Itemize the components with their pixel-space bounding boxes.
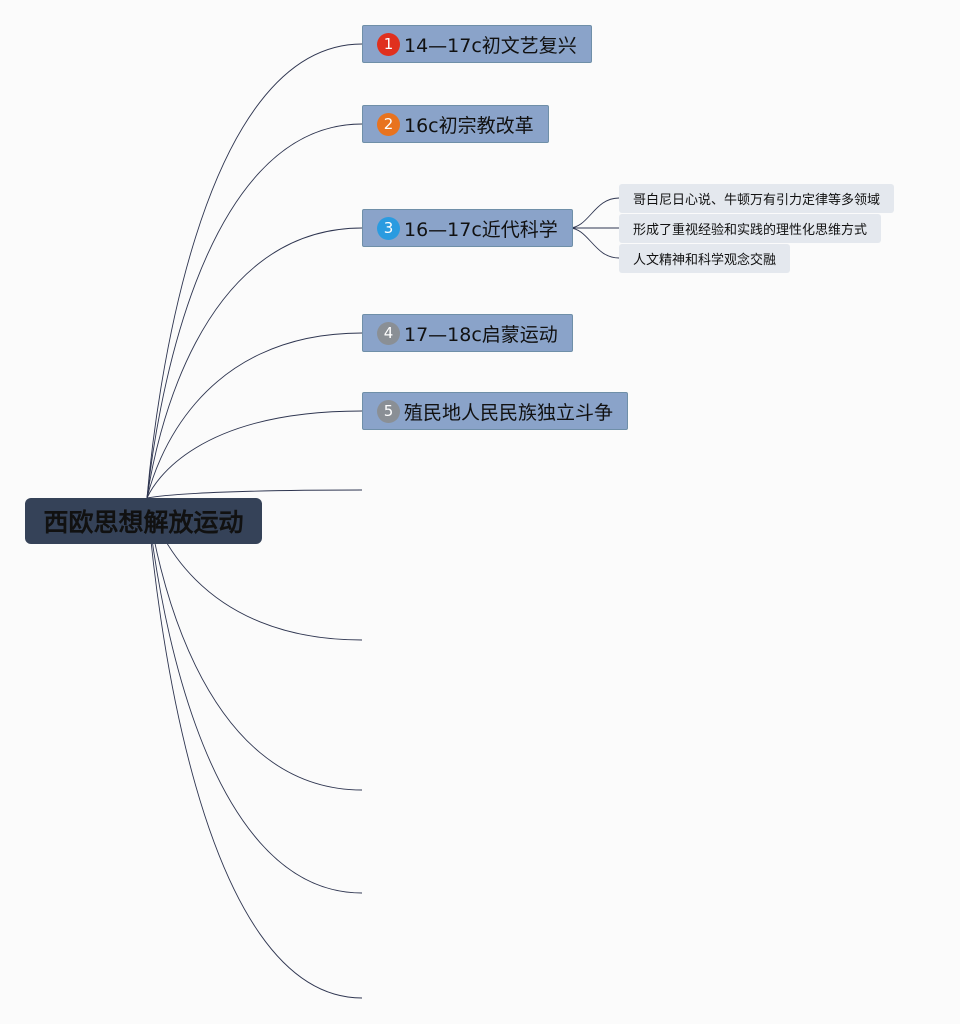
- priority-2-icon: 2: [377, 112, 400, 136]
- branch-connector-4: [146, 332, 363, 499]
- topic-label: 16—17c近代科学: [404, 218, 558, 241]
- topic-node-5[interactable]: 5 殖民地人民民族独立斗争: [362, 392, 629, 430]
- topic-label: 14—17c初文艺复兴: [404, 34, 577, 57]
- topic-label: 殖民地人民民族独立斗争: [404, 401, 614, 424]
- subtopic-connector-3: [568, 227, 620, 259]
- branch-connector-10: [146, 497, 363, 999]
- subtopic-node-1[interactable]: 哥白尼日心说、牛顿万有引力定律等多领域: [619, 184, 895, 213]
- topic-node-3[interactable]: 3 16—17c近代科学: [362, 209, 573, 247]
- subtopic-label: 人文精神和科学观念交融: [633, 253, 777, 268]
- branch-connector-1: [146, 43, 363, 499]
- branch-connector-9: [146, 497, 363, 894]
- topic-label: 16c初宗教改革: [404, 114, 534, 137]
- subtopic-connector-1: [568, 197, 620, 229]
- subtopic-node-2[interactable]: 形成了重视经验和实践的理性化思维方式: [619, 214, 882, 243]
- subtopic-node-3[interactable]: 人文精神和科学观念交融: [619, 244, 791, 273]
- branch-connector-6: [146, 489, 363, 499]
- topic-node-4[interactable]: 4 17—18c启蒙运动: [362, 314, 573, 352]
- subtopic-label: 形成了重视经验和实践的理性化思维方式: [633, 223, 868, 238]
- priority-5-icon: 5: [377, 399, 400, 423]
- priority-3-icon: 3: [377, 216, 400, 240]
- branch-connector-5: [146, 410, 363, 499]
- branch-connector-3: [146, 227, 363, 499]
- root-label: 西欧思想解放运动: [43, 508, 244, 537]
- topic-node-2[interactable]: 2 16c初宗教改革: [362, 105, 549, 143]
- topic-node-1[interactable]: 1 14—17c初文艺复兴: [362, 25, 592, 63]
- topic-label: 17—18c启蒙运动: [404, 323, 558, 346]
- priority-4-icon: 4: [377, 321, 400, 345]
- priority-1-icon: 1: [377, 32, 400, 56]
- branch-connector-2: [146, 123, 363, 499]
- root-node[interactable]: 西欧思想解放运动: [25, 498, 262, 544]
- subtopic-label: 哥白尼日心说、牛顿万有引力定律等多领域: [633, 193, 881, 208]
